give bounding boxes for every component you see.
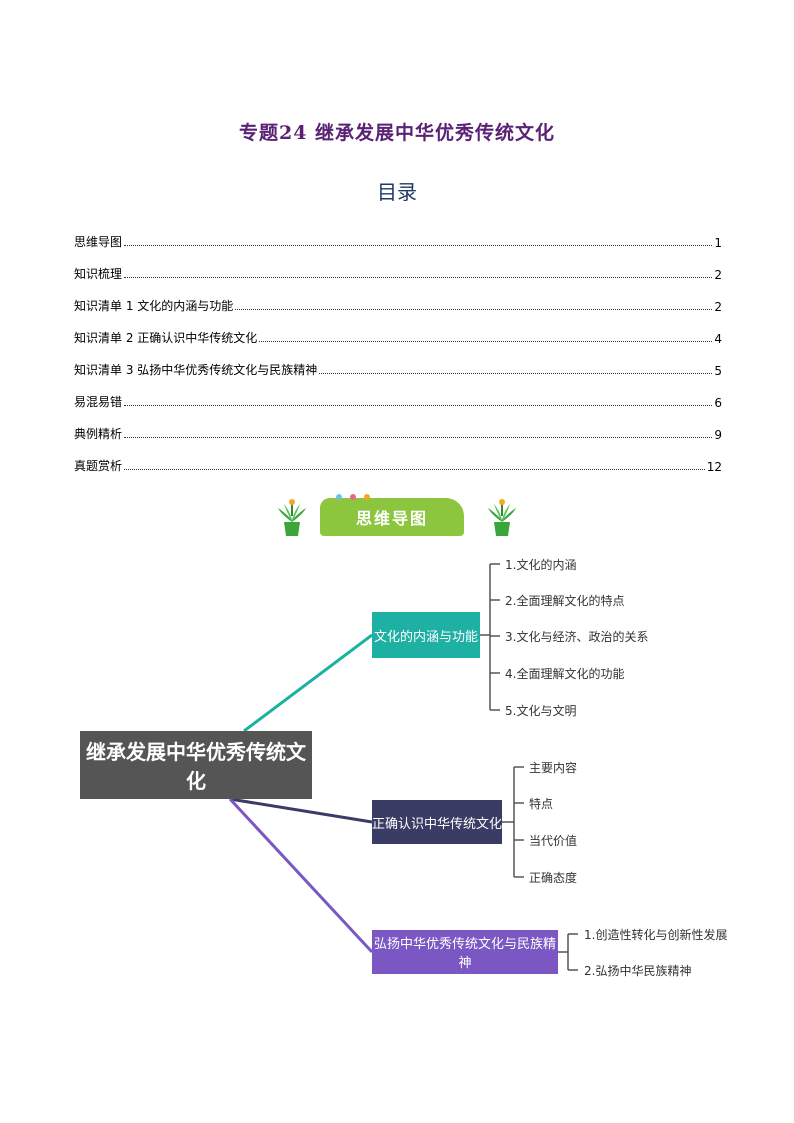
toc-entry-page: 5 [714,364,722,378]
toc-entry-label: 知识梳理 [74,267,123,281]
toc-leader [124,436,713,438]
toc-entry-label: 真题赏析 [74,459,123,473]
toc-entry-page: 2 [714,268,722,282]
toc-leader [319,372,713,374]
toc-entry-label: 知识清单 1 文化的内涵与功能 [74,299,234,313]
leaf-node: 1.文化的内涵 [505,558,577,572]
toc-entry-label: 易混易错 [74,395,123,409]
toc-entry-page: 12 [706,460,722,474]
toc-entry[interactable]: 知识清单 3 弘扬中华优秀传统文化与民族精神 5 [74,346,722,378]
leaf-node: 2.弘扬中华民族精神 [584,964,692,978]
leaf-node: 主要内容 [529,761,578,775]
decorative-dot [336,494,342,500]
toc-entry[interactable]: 典例精析 9 [74,410,722,442]
table-of-contents: 思维导图 1 知识梳理 2 知识清单 1 文化的内涵与功能 2 知识清单 2 正确认识… [74,218,722,474]
leaf-node: 1.创造性转化与创新性发展 [584,928,728,942]
bracket-branch-2 [502,766,524,878]
banner-box [320,498,464,536]
plant-pot-icon [488,499,516,536]
toc-entry-page: 9 [714,428,722,442]
branch-node-traditional-culture: 正确认识中华传统文化 [372,800,502,844]
toc-entry-label: 知识清单 2 正确认识中华传统文化 [74,331,258,345]
toc-entry-page: 4 [714,332,722,346]
toc-entry[interactable]: 知识清单 1 文化的内涵与功能 2 [74,282,722,314]
leaf-node: 4.全面理解文化的功能 [505,667,625,681]
toc-entry-page: 2 [714,300,722,314]
mindmap-banner-title: 思维导图 [355,509,428,528]
toc-entry[interactable]: 真题赏析 12 [74,442,722,474]
leaf-node: 5.文化与文明 [505,704,577,718]
branch-node-culture-connotation: 文化的内涵与功能 [372,612,480,658]
toc-entry-label: 知识清单 3 弘扬中华优秀传统文化与民族精神 [74,363,318,377]
toc-entry[interactable]: 知识梳理 2 [74,250,722,282]
leaf-node: 2.全面理解文化的特点 [505,594,625,608]
connector-branch-2 [229,797,373,824]
document-title: 专题24 继承发展中华优秀传统文化 [238,122,556,144]
toc-entry[interactable]: 易混易错 6 [74,378,722,410]
toc-heading: 目录 [377,180,417,204]
toc-entry[interactable]: 思维导图 1 [74,218,722,250]
bracket-branch-1 [480,563,500,711]
plant-pot-icon [278,499,306,536]
toc-leader [235,308,713,310]
mindmap-banner: 思维导图 [276,490,520,546]
branch-node-national-spirit: 弘扬中华优秀传统文化与民族精神 [372,930,558,974]
bracket-branch-3 [558,933,578,971]
toc-entry-label: 典例精析 [74,427,123,441]
mindmap-root-node: 继承发展中华优秀传统文化 [80,731,312,799]
toc-entry[interactable]: 知识清单 2 正确认识中华传统文化 4 [74,314,722,346]
mindmap-connectors [228,563,578,971]
leaf-node: 当代价值 [529,834,578,848]
connector-branch-1 [243,633,373,733]
decorative-dot [350,494,356,500]
toc-leader [259,340,713,342]
leaf-node: 特点 [529,797,554,811]
toc-leader [124,244,713,246]
leaf-node: 正确态度 [529,871,578,885]
leaf-node: 3.文化与经济、政治的关系 [505,630,649,644]
toc-leader [124,276,713,278]
toc-entry-page: 6 [714,396,722,410]
toc-entry-page: 1 [714,236,722,250]
decorative-dot [364,494,370,500]
toc-leader [124,404,713,406]
toc-entry-label: 思维导图 [74,235,123,249]
connector-branch-3 [228,797,374,954]
toc-leader [124,468,705,470]
